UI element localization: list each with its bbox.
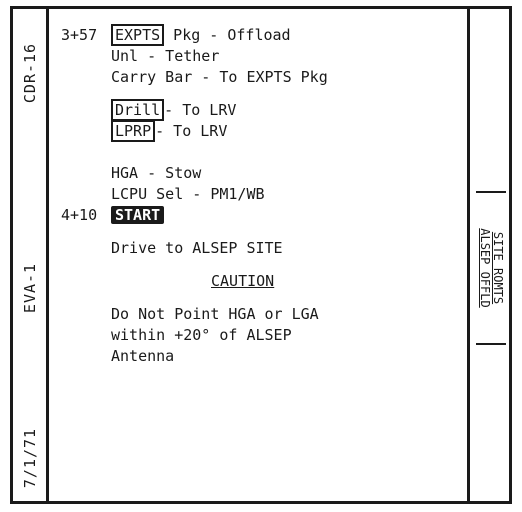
left-margin: CDR-16 EVA-1 7/1/71 <box>13 9 49 501</box>
step-lcpu-sel: LCPU Sel - PM1/WB <box>61 184 466 205</box>
boxed-item: Drill <box>111 99 165 121</box>
step-hga-stow: HGA - Stow <box>61 163 466 184</box>
timestamp: 3+57 <box>61 26 98 44</box>
section-label-line2: ALSEP OFFLD <box>478 228 492 308</box>
step-start: 4+10 START <box>61 205 466 226</box>
checklist-card: CDR-16 EVA-1 7/1/71 SITE ROMTS ALSEP OFF… <box>10 6 512 504</box>
step-text: Pkg - Offload <box>164 26 291 44</box>
caution-line-3: Antenna <box>61 346 466 367</box>
step-unl-tether: Unl - Tether <box>61 46 466 67</box>
boxed-item: EXPTS <box>111 24 165 46</box>
date-label: 7/1/71 <box>20 427 39 489</box>
caution-line-1: Do Not Point HGA or LGA <box>61 304 466 325</box>
step-text: LCPU Sel - PM1/WB <box>111 185 265 203</box>
step-carry-bar: Carry Bar - To EXPTS Pkg <box>61 67 466 88</box>
step-text: Do Not Point HGA or LGA <box>111 305 319 323</box>
step-text: HGA - Stow <box>111 164 202 182</box>
right-margin: SITE ROMTS ALSEP OFFLD <box>467 9 509 501</box>
caution-line-2: within +20° of ALSEP <box>61 325 466 346</box>
timestamp: 4+10 <box>61 206 98 224</box>
crew-code: CDR-16 <box>20 42 39 104</box>
step-drill: Drill- To LRV <box>61 99 466 121</box>
start-badge: START <box>111 206 165 224</box>
step-expts-offload: 3+57 EXPTS Pkg - Offload <box>61 24 466 46</box>
procedure-content: 3+57 EXPTS Pkg - Offload Unl - Tether Car… <box>61 24 466 367</box>
boxed-item: LPRP <box>111 120 156 142</box>
step-text: - To LRV <box>164 101 237 119</box>
step-text: within +20° of ALSEP <box>111 326 292 344</box>
step-text: - To LRV <box>155 122 228 140</box>
step-text: Drive to ALSEP SITE <box>111 239 283 257</box>
section-label-line1: SITE ROMTS <box>491 231 505 305</box>
step-drive: Drive to ALSEP SITE <box>61 238 466 259</box>
caution-heading: CAUTION <box>211 272 275 290</box>
step-text: Carry Bar - To EXPTS Pkg <box>111 68 328 86</box>
step-lprp: LPRP- To LRV <box>61 120 466 142</box>
eva-label: EVA-1 <box>20 262 39 314</box>
section-label: SITE ROMTS ALSEP OFFLD <box>476 191 506 345</box>
step-text: Antenna <box>111 347 175 365</box>
step-text: Unl - Tether <box>111 47 220 65</box>
